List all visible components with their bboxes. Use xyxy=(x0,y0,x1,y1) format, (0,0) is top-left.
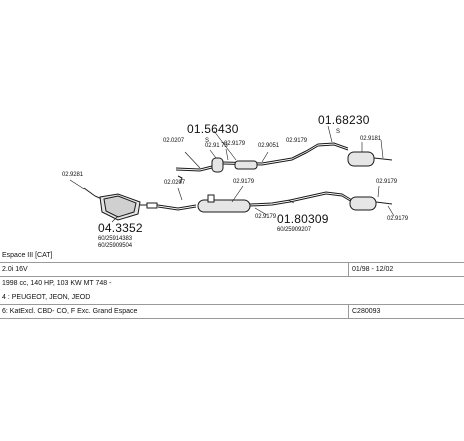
part-label[interactable]: 02.0207 xyxy=(163,138,184,144)
silencer-mark-s: S xyxy=(336,129,341,135)
part-label[interactable]: 02.9179 xyxy=(376,179,397,185)
info-row-engine: 2.0i 16V 01/98 - 12/02 xyxy=(0,263,464,277)
reference-number: 60/25909207 xyxy=(277,227,311,233)
silencer-mark-s: S xyxy=(205,138,210,144)
part-label[interactable]: 02.9179 xyxy=(387,216,408,222)
info-row-spec: 1998 cc, 140 HP, 103 KW MT 748 - xyxy=(0,277,464,290)
part-label[interactable]: 02.9051 xyxy=(258,143,279,149)
fitment-notes: 6: KatExcl. CBD- CO, F Exc. Grand Espace xyxy=(2,308,138,315)
column-divider xyxy=(348,305,349,318)
vehicle-model: Espace III [CAT] xyxy=(2,252,53,259)
part-label[interactable]: 02.9281 xyxy=(62,172,83,178)
exhaust-diagram: 01.56430 S 01.68230 S 04.3352 01.80309 0… xyxy=(62,113,408,249)
info-row-model: Espace III [CAT] xyxy=(0,249,464,263)
reference-number: 60/25909504 xyxy=(98,243,132,249)
part-number-01-68230[interactable]: 01.68230 xyxy=(318,113,370,127)
part-label[interactable]: 02.0207 xyxy=(164,180,185,186)
production-date-range: 01/98 - 12/02 xyxy=(352,266,394,273)
part-number-01-56430[interactable]: 01.56430 xyxy=(187,122,239,136)
part-label[interactable]: 02.9179 xyxy=(224,141,245,147)
brand-notes: 4 : PEUGEOT, JEON, JEOD xyxy=(2,294,91,301)
info-row-brand: 4 : PEUGEOT, JEON, JEOD xyxy=(0,291,464,305)
engine-spec: 1998 cc, 140 HP, 103 KW MT 748 - xyxy=(2,280,112,287)
reference-number: 60/25914383 xyxy=(98,236,132,242)
part-label[interactable]: 02.91 73 xyxy=(205,143,228,149)
part-label[interactable]: 02.9179 xyxy=(255,214,276,220)
catalog-code[interactable]: C280093 xyxy=(352,308,381,315)
part-label[interactable]: 02.9179 xyxy=(233,179,254,185)
exhaust-drawing xyxy=(69,125,395,223)
engine-type: 2.0i 16V xyxy=(2,266,28,273)
upper-pipe xyxy=(175,142,393,184)
info-row-notes: 6: KatExcl. CBD- CO, F Exc. Grand Espace… xyxy=(0,305,464,319)
lower-pipe xyxy=(157,191,393,213)
part-label[interactable]: 02.9181 xyxy=(360,136,381,142)
catalytic-converter xyxy=(83,187,158,221)
leader-lines xyxy=(69,125,395,223)
column-divider xyxy=(348,263,349,276)
part-label[interactable]: 02.9179 xyxy=(286,138,307,144)
part-number-01-80309[interactable]: 01.80309 xyxy=(277,212,329,226)
part-number-04-3352[interactable]: 04.3352 xyxy=(98,221,143,235)
